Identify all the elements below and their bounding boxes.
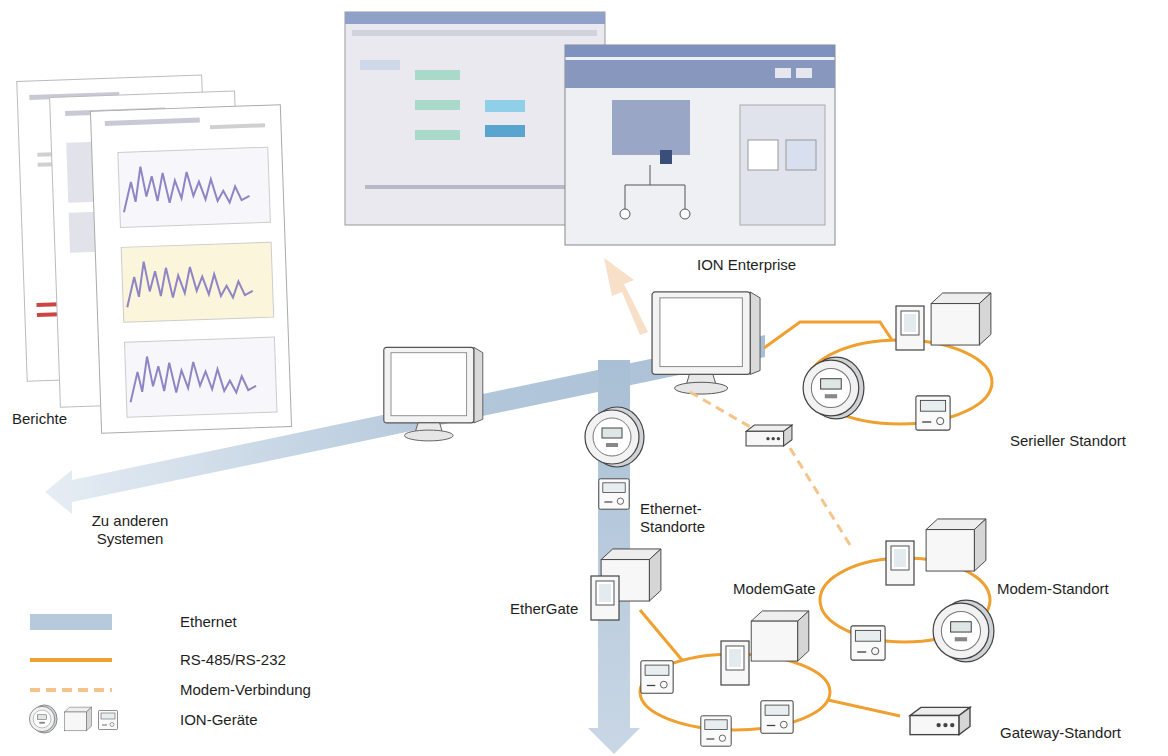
part-label: Gateway-Standort (1000, 724, 1121, 742)
illustration-part (90, 105, 291, 433)
part-label: Modem-Standort (997, 580, 1109, 598)
illustration-part (415, 100, 460, 110)
illustration-part (122, 163, 249, 212)
part-label: EtherGate (510, 600, 578, 618)
part-label: Ethernet-Standorte (640, 500, 720, 536)
illustration-part (625, 165, 685, 210)
illustration-part (748, 140, 778, 170)
part-label: ModemGate (733, 580, 816, 598)
legend-text: RS-485/RS-232 (180, 651, 286, 669)
illustration-part (612, 100, 690, 155)
rs485-wire (640, 610, 682, 660)
legend-icon (99, 711, 118, 730)
workstation (652, 292, 760, 394)
legend-text: ION-Geräte (180, 711, 258, 729)
ion-device (599, 479, 629, 509)
part-label: Serieller Standort (1010, 432, 1126, 450)
illustration-part (565, 45, 835, 57)
illustration-part (660, 150, 672, 164)
illustration-part (365, 185, 565, 189)
illustration-part (360, 60, 400, 70)
illustration-part (796, 68, 812, 78)
rs485-wire (828, 700, 900, 716)
data-flow-arrow (604, 258, 648, 335)
ion-device (931, 293, 991, 345)
illustration-part (485, 100, 525, 112)
ion-device (641, 661, 673, 693)
illustration-part (786, 140, 816, 170)
ion-device (751, 611, 809, 661)
illustration-part (485, 125, 525, 137)
illustration-part (565, 60, 835, 88)
illustration-part (126, 258, 253, 307)
ion-device (933, 600, 994, 662)
ion-device (916, 396, 950, 430)
legend-swatch (30, 614, 112, 630)
legend-icon (64, 707, 91, 731)
modem-link (690, 392, 752, 428)
legend-line-sample (30, 658, 112, 662)
illustration-part (129, 353, 256, 402)
ion-device (803, 357, 864, 419)
ion-device (886, 541, 914, 585)
modem (746, 425, 792, 446)
part-label: Berichte (12, 410, 67, 428)
illustration-part (118, 147, 271, 227)
legend-icon (29, 705, 57, 733)
part-label: ION Enterprise (697, 256, 796, 274)
software-screens (345, 12, 835, 245)
illustration-part (345, 12, 605, 24)
ion-device (701, 716, 731, 746)
illustration-part (210, 123, 265, 129)
legend-text: Ethernet (180, 613, 237, 631)
illustration-part (352, 30, 597, 36)
ion-device (721, 641, 749, 685)
legend-line-sample (30, 688, 112, 692)
rs485-wire (764, 322, 892, 348)
illustration-part (124, 337, 277, 417)
ethergate (591, 576, 619, 620)
modem-link (790, 448, 850, 545)
illustration-part (740, 105, 825, 225)
illustration-part (620, 209, 630, 219)
gateway (910, 707, 970, 734)
illustration-part (415, 70, 460, 80)
ion-device (761, 701, 793, 733)
illustration-part (105, 118, 200, 126)
legend-text: Modem-Verbindung (180, 681, 311, 699)
illustration-part (565, 45, 835, 245)
illustration-part (680, 209, 690, 219)
part-label: Zu anderen Systemen (75, 512, 185, 548)
workstation (384, 347, 483, 441)
illustration-part (121, 242, 274, 322)
illustration-part (775, 68, 791, 78)
ion-device (585, 407, 644, 467)
report-pages (17, 75, 292, 433)
illustration-part (90, 105, 291, 433)
ion-device (851, 626, 885, 660)
ion-device (896, 306, 924, 350)
ion-device (926, 519, 986, 571)
illustration-part (415, 130, 460, 140)
